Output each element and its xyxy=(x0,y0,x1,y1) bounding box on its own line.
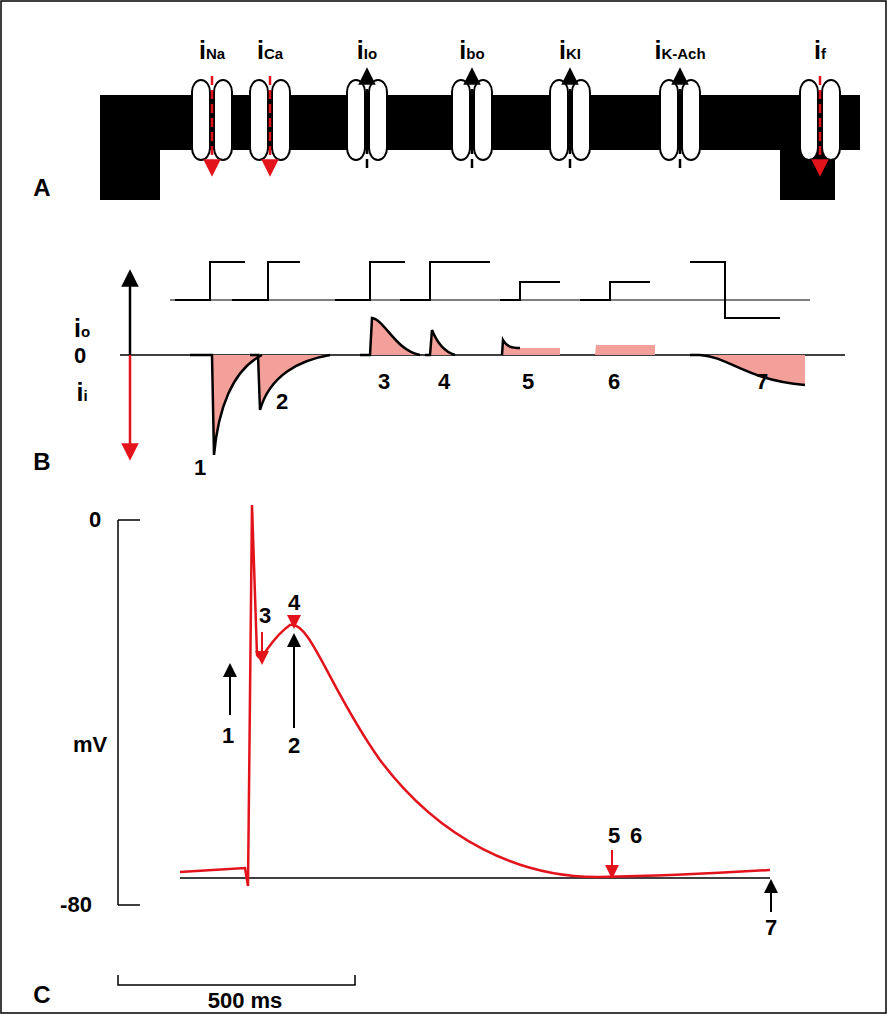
axis-label: ii xyxy=(76,380,87,405)
callout-number: 6 xyxy=(608,371,620,393)
current-arrow xyxy=(819,76,822,168)
callout-number: 5 xyxy=(608,825,620,847)
panel-letter: A xyxy=(33,176,50,200)
channel-pore xyxy=(550,80,568,160)
axis-label: io xyxy=(74,316,90,341)
callout-number: 1 xyxy=(194,457,206,479)
scale-label: 500 ms xyxy=(208,990,283,1012)
callout-number: 7 xyxy=(765,917,777,939)
channel-pore xyxy=(214,80,232,160)
channel-pore xyxy=(369,80,387,160)
callout-number: 6 xyxy=(630,825,642,847)
callout-number: 5 xyxy=(522,371,534,393)
panel-letter: C xyxy=(33,983,50,1007)
current-name: if xyxy=(814,38,826,63)
current-name: iKI xyxy=(559,38,581,63)
current-name: iNa xyxy=(199,38,225,63)
current-arrow xyxy=(366,76,369,168)
axis-label: 0 xyxy=(74,345,86,367)
current-arrow xyxy=(679,76,682,168)
channel-pore xyxy=(800,80,818,160)
callout-number: 4 xyxy=(438,371,450,393)
channel-pore xyxy=(474,80,492,160)
channel-pore xyxy=(660,80,678,160)
callout-number: 2 xyxy=(276,391,288,413)
channel-pore xyxy=(682,80,700,160)
callout-number: 1 xyxy=(222,725,234,747)
axis-label: mV xyxy=(73,734,107,756)
channel-pore xyxy=(452,80,470,160)
axis-label: -80 xyxy=(60,894,92,916)
current-name: iCa xyxy=(257,38,283,63)
current-name: ibo xyxy=(459,38,484,63)
channel-pore xyxy=(250,80,268,160)
callout-number: 2 xyxy=(288,735,300,757)
callout-number: 4 xyxy=(288,592,300,614)
axis-label: 0 xyxy=(89,509,101,531)
current-name: iK-Ach xyxy=(654,38,705,63)
callout-number: 7 xyxy=(756,371,768,393)
current-arrow xyxy=(211,76,214,168)
channel-pore xyxy=(822,80,840,160)
channel-pore xyxy=(347,80,365,160)
current-arrow xyxy=(569,76,572,168)
current-name: iIo xyxy=(357,38,377,63)
current-arrow xyxy=(471,76,474,168)
channel-pore xyxy=(192,80,210,160)
channel-pore xyxy=(272,80,290,160)
channel-pore xyxy=(572,80,590,160)
current-arrow xyxy=(269,76,272,168)
callout-number: 3 xyxy=(259,605,271,627)
callout-number: 3 xyxy=(378,371,390,393)
panel-letter: B xyxy=(33,450,50,474)
